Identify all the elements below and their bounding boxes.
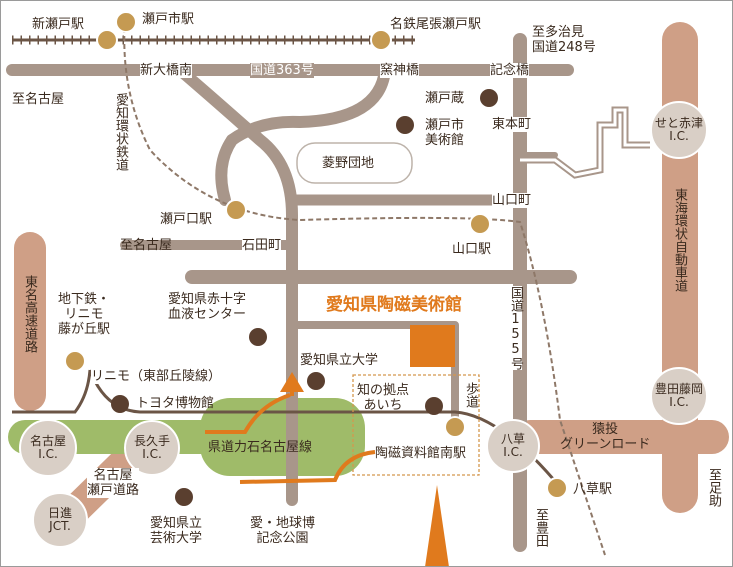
toyota-museum-label: トヨタ博物館 (136, 396, 215, 411)
kinenbashi-label: 記念橋 (490, 63, 530, 78)
pref-univ-marker (307, 372, 325, 390)
chi-no-kyoten-area (352, 374, 480, 476)
yamaguchi-station-marker (469, 213, 491, 235)
setogura-label: 瀬戸蔵 (425, 91, 465, 106)
yakusa-ic-circle (486, 419, 540, 473)
nisshin-jct-label: 日進 JCT. (47, 506, 72, 533)
yakusa-station-label: 八草駅 (573, 482, 613, 497)
aichi-kanjo-railway-label: 愛知環状鉄道 (113, 93, 128, 171)
main-road-east (226, 64, 391, 146)
to-toyota-label: 至豊田 (533, 508, 548, 547)
seto-guchi-station-marker (225, 199, 247, 221)
museum-title: 愛知県陶磁美術館 (326, 295, 462, 315)
seto-guchi-station-label: 瀬戸口駅 (160, 212, 213, 227)
rikiishi-road-bulge (200, 398, 365, 476)
route-155-label: 国道155号 (508, 286, 523, 370)
connector-road (215, 134, 238, 206)
yakusa-ic-label: 八草 I.C. (500, 432, 525, 459)
yamaguchicho-label: 山口町 (492, 193, 532, 208)
yamaguchi-station-label: 山口駅 (452, 242, 492, 257)
higashi-honmachi-label: 東本町 (492, 117, 532, 132)
expo-park-label: 愛・地球博 記念公園 (250, 516, 316, 546)
kamagamibashi-label: 窯神橋 (380, 63, 420, 78)
ishidacho-label: 石田町 (242, 238, 282, 253)
chi-no-kyoten-marker (425, 397, 443, 415)
seto-museum-marker (396, 116, 414, 134)
hishino-danchi-box (296, 142, 413, 184)
setogura-marker (480, 89, 498, 107)
to-asuke-label: 至足助 (706, 468, 721, 507)
shin-seto-station-label: 新瀬戸駅 (32, 17, 85, 32)
route-363-label: 国道363号 (250, 63, 314, 78)
yakusa-station-marker (546, 477, 568, 499)
nagakute-ic-label: 長久手 I.C. (133, 434, 170, 461)
pref-univ-label: 愛知県立大学 (300, 353, 379, 368)
toyota-fujioka-ic-label: 豊田藤岡 I.C. (654, 382, 703, 409)
orange-route-north (205, 393, 291, 434)
toyota-fujioka-ic-circle (650, 367, 708, 425)
setoshi-station-label: 瀬戸市駅 (142, 12, 195, 27)
nisshin-jct-circle (32, 492, 88, 548)
shin-ohashi-minami-label: 新大橋南 (140, 63, 193, 78)
tokai-kanjo-label: 東海環状自動車道 (672, 188, 687, 292)
sanage-green-road-label: 猿投 グリーンロード (560, 422, 651, 452)
fujigaoka-station-marker (64, 350, 86, 372)
seto-akazu-ic-circle (650, 101, 708, 159)
owari-seto-station-marker (370, 29, 392, 51)
arts-univ-label: 愛知県立 芸術大学 (150, 516, 203, 546)
arts-univ-marker (175, 488, 193, 506)
to-tajimi-label: 至多治見 国道248号 (532, 25, 596, 55)
nagoya-ic-label: 名古屋 I.C. (29, 434, 66, 461)
hishino-danchi-label: 菱野団地 (322, 156, 375, 171)
to-nagoya-label-1: 至名古屋 (12, 92, 65, 107)
orange-arrow-bottom (425, 485, 449, 567)
aichi-kanjo-railway (123, 19, 606, 556)
nagakute-ic-circle (124, 420, 180, 476)
seto-museum-label: 瀬戸市 美術館 (425, 118, 465, 148)
red-cross-label: 愛知県赤十字 血液センター (168, 292, 247, 322)
tojishiryokan-station-label: 陶磁資料館南駅 (375, 446, 467, 461)
linimo-label: リニモ（東部丘陵線） (91, 369, 222, 384)
winding-road-inner (520, 108, 650, 177)
hodo-label: 歩道 (463, 382, 478, 408)
tomei-label: 東名高速道路 (22, 275, 37, 353)
winding-road-outer (520, 106, 650, 179)
nagoya-seto-road-label: 名古屋 瀬戸道路 (87, 468, 140, 498)
nagoya-ic-circle (19, 419, 77, 477)
setoshi-station-marker (115, 11, 137, 33)
museum-building (410, 325, 455, 367)
red-cross-marker (249, 328, 267, 346)
to-nagoya-label-2: 至名古屋 (120, 238, 173, 253)
orange-arrow-up (280, 372, 304, 392)
owari-seto-station-label: 名鉄尾張瀬戸駅 (390, 17, 482, 32)
fujigaoka-station-label: 地下鉄・ リニモ 藤が丘駅 (58, 292, 111, 337)
tojishiryokan-station-marker (444, 416, 466, 438)
main-road-west (174, 64, 298, 506)
orange-route-south (239, 450, 376, 484)
shin-seto-station-marker (96, 29, 118, 51)
seto-akazu-ic-label: せと赤津 I.C. (654, 116, 703, 143)
chi-no-kyoten-label: 知の拠点 あいち (357, 383, 410, 413)
rikiishi-line-label: 県道力石名古屋線 (208, 440, 313, 455)
toyota-museum-marker (111, 395, 129, 413)
